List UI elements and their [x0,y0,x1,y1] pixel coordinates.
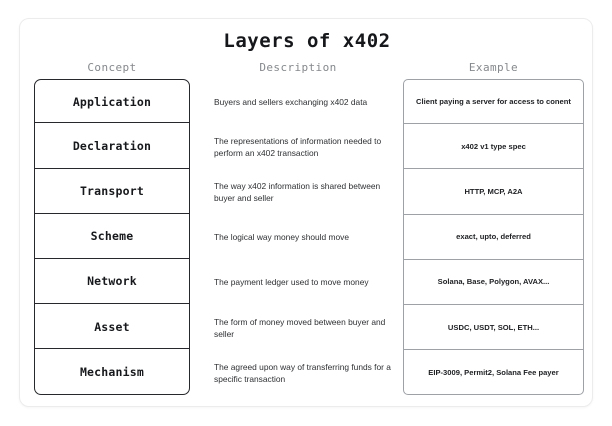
concept-box-asset[interactable]: Asset [34,303,190,351]
example-text: EIP-3009, Permit2, Solana Fee payer [428,367,559,377]
example-text: x402 v1 type spec [461,141,526,151]
concept-label: Declaration [72,138,152,153]
table-row: Transport The way x402 information is sh… [20,167,594,215]
concept-label: Mechanism [79,364,145,379]
description-cell-transport: The way x402 information is shared betwe… [214,169,400,214]
description-text: The form of money moved between buyer an… [214,316,386,339]
example-text: USDC, USDT, SOL, ETH... [447,322,540,332]
table-row: Asset The form of money moved between bu… [20,303,594,351]
diagram-card: Layers of x402 Concept Description Examp… [19,18,593,407]
example-text: Solana, Base, Polygon, AVAX... [437,277,550,287]
description-cell-network: The payment ledger used to move money [214,260,400,305]
description-cell-mechanism: The agreed upon way of transferring fund… [214,350,400,395]
example-box-mechanism[interactable]: EIP-3009, Permit2, Solana Fee payer [403,349,584,396]
example-box-transport[interactable]: HTTP, MCP, A2A [403,168,584,215]
layer-rows: Application Buyers and sellers exchangin… [20,79,594,396]
description-cell-application: Buyers and sellers exchanging x402 data [214,79,400,124]
column-header-example: Example [468,61,519,74]
concept-label: Transport [79,184,145,199]
concept-label: Application [72,94,152,109]
description-cell-declaration: The representations of information neede… [214,124,400,169]
example-text: HTTP, MCP, A2A [464,186,523,196]
description-cell-asset: The form of money moved between buyer an… [214,305,400,350]
description-text: The representations of information neede… [214,135,382,158]
description-text: The payment ledger used to move money [214,277,369,288]
example-box-network[interactable]: Solana, Base, Polygon, AVAX... [403,258,584,305]
description-text: The agreed upon way of transferring fund… [214,361,391,384]
table-row: Scheme The logical way money should move… [20,212,594,260]
description-text: The way x402 information is shared betwe… [214,180,381,203]
table-row: Mechanism The agreed upon way of transfe… [20,348,594,396]
example-box-scheme[interactable]: exact, upto, deferred [403,213,584,260]
description-cell-scheme: The logical way money should move [214,215,400,260]
concept-box-transport[interactable]: Transport [34,167,190,215]
column-header-description: Description [259,61,337,74]
table-row: Declaration The representations of infor… [20,122,594,170]
column-header-concept: Concept [87,61,137,74]
description-text: Buyers and sellers exchanging x402 data [214,96,368,107]
concept-box-network[interactable]: Network [34,257,190,305]
example-box-declaration[interactable]: x402 v1 type spec [403,123,584,170]
column-header-row: Concept Description Example [20,61,594,79]
table-row: Application Buyers and sellers exchangin… [20,79,594,125]
page-title: Layers of x402 [223,30,391,52]
example-text: Client paying a server for access to con… [416,97,571,107]
concept-label: Scheme [90,229,134,244]
concept-box-application[interactable]: Application [34,79,190,125]
concept-label: Network [87,274,137,289]
concept-box-declaration[interactable]: Declaration [34,122,190,170]
table-row: Network The payment ledger used to move … [20,257,594,305]
example-box-asset[interactable]: USDC, USDT, SOL, ETH... [403,303,584,351]
example-box-application[interactable]: Client paying a server for access to con… [403,79,584,125]
example-text: exact, upto, deferred [456,232,531,242]
description-text: The logical way money should move [214,232,349,243]
concept-box-mechanism[interactable]: Mechanism [34,348,190,396]
concept-label: Asset [94,319,130,334]
concept-box-scheme[interactable]: Scheme [34,212,190,260]
